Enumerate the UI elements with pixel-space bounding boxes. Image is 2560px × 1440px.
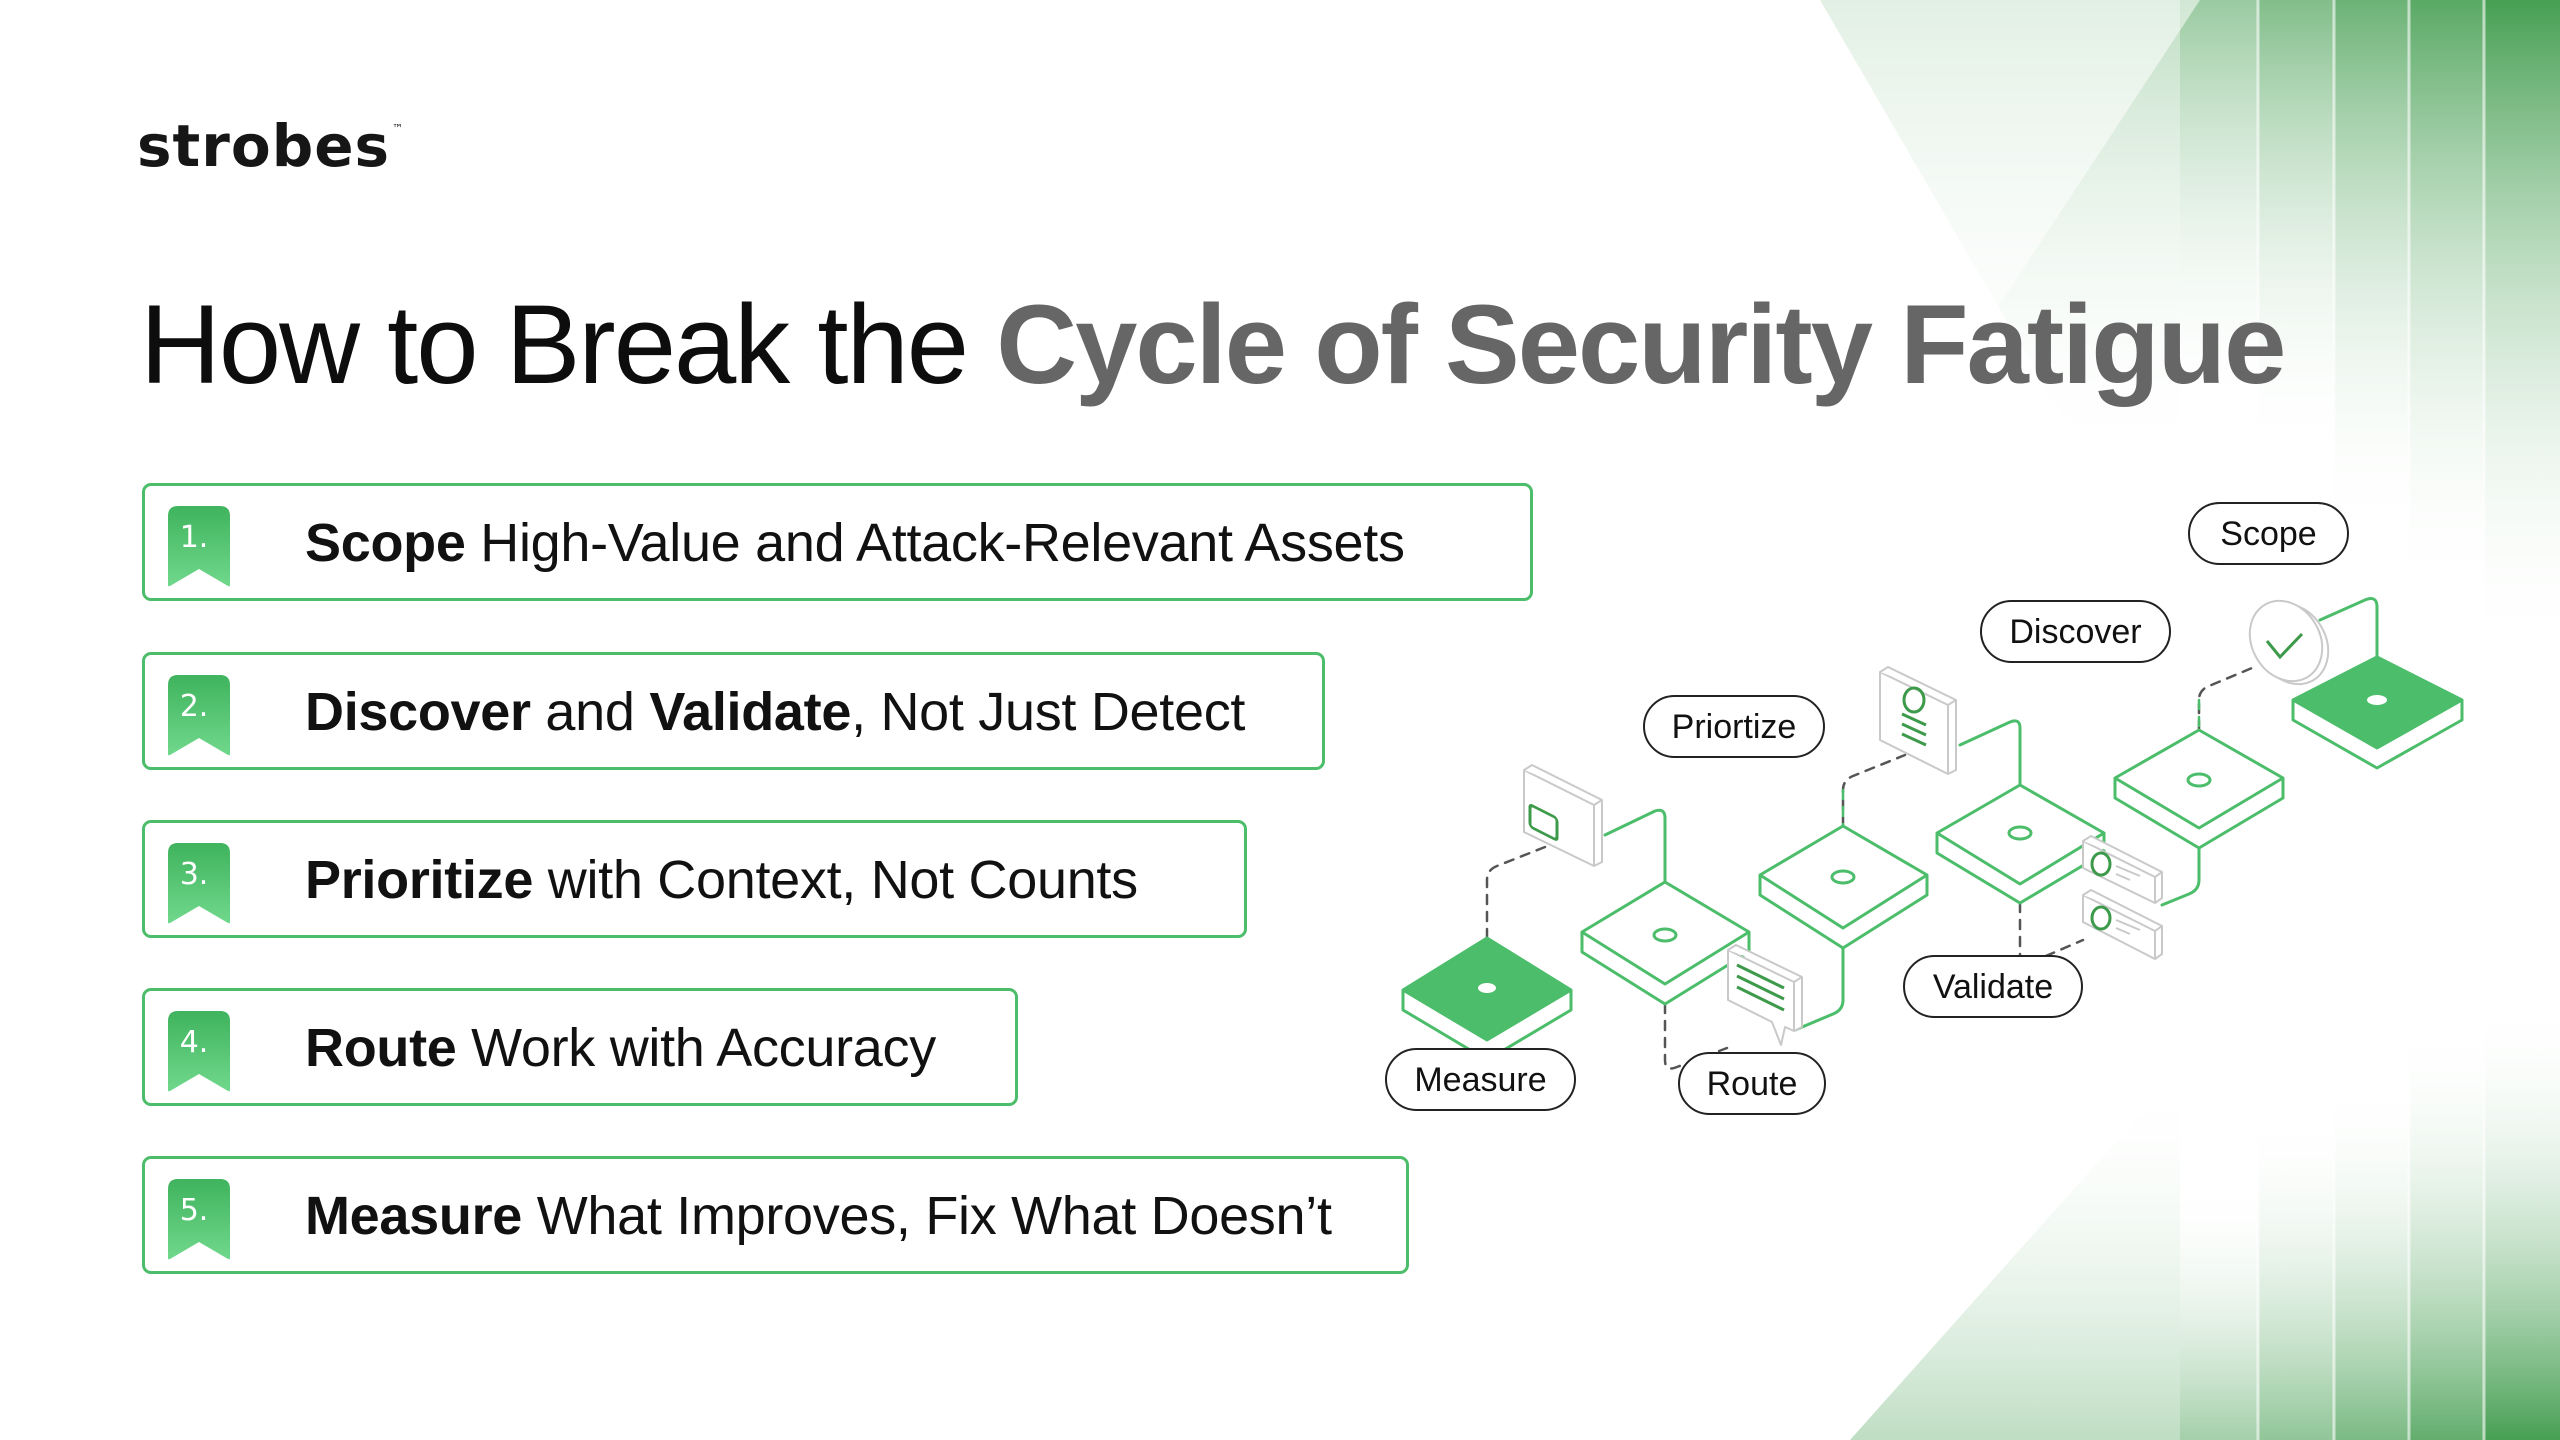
step-keyword: Scope — [305, 513, 466, 573]
bookmark-icon — [168, 675, 230, 756]
chat-bubble-icon — [1727, 944, 1803, 1046]
step-3-card: 3. Prioritize with Context, Not Counts — [142, 820, 1247, 938]
document-icon — [1879, 666, 1957, 775]
validate-block-icon — [1935, 783, 2106, 905]
check-circle-icon — [2248, 599, 2330, 686]
step-text: Prioritize with Context, Not Counts — [305, 849, 1138, 911]
bookmark-icon — [168, 1011, 230, 1092]
label-prioritize: Priortize — [1643, 695, 1825, 758]
step-description-2: , Not Just Detect — [851, 682, 1246, 742]
bookmark-icon — [168, 1179, 230, 1260]
route-block-icon — [1580, 880, 1751, 1006]
label-validate: Validate — [1903, 955, 2083, 1018]
bookmark-icon — [168, 843, 230, 924]
prioritize-block-icon — [1758, 824, 1929, 950]
browser-window-icon — [1523, 764, 1603, 867]
step-keyword: Route — [305, 1018, 457, 1078]
brand-name: strobes — [137, 112, 391, 180]
step-keyword-2: Validate — [649, 682, 852, 742]
step-1-card: 1. Scope High-Value and Attack-Relevant … — [142, 483, 1533, 601]
step-text: Measure What Improves, Fix What Doesn’t — [305, 1185, 1332, 1247]
measure-block-icon — [1401, 936, 1573, 1062]
title-highlight: Cycle of Security Fatigue — [996, 282, 2286, 407]
label-route: Route — [1678, 1052, 1826, 1115]
step-description: What Improves, Fix What Doesn’t — [522, 1186, 1332, 1246]
step-description: High-Value and Attack-Relevant Assets — [465, 513, 1405, 573]
label-measure: Measure — [1385, 1048, 1576, 1111]
step-text: Scope High-Value and Attack-Relevant Ass… — [305, 512, 1405, 574]
step-keyword: Measure — [305, 1186, 523, 1246]
trademark-mark: ™ — [392, 122, 405, 135]
step-description: and — [530, 682, 650, 742]
step-description: Work with Accuracy — [456, 1018, 936, 1078]
page-title: How to Break the Cycle of Security Fatig… — [140, 280, 2286, 410]
user-card-icon — [2082, 889, 2163, 960]
step-text: Route Work with Accuracy — [305, 1017, 936, 1079]
label-discover: Discover — [1980, 600, 2171, 663]
step-4-card: 4. Route Work with Accuracy — [142, 988, 1018, 1106]
step-text: Discover and Validate, Not Just Detect — [305, 681, 1245, 743]
user-card-icon — [2082, 835, 2163, 904]
discover-block-icon — [2113, 728, 2285, 850]
step-description: with Context, Not Counts — [533, 850, 1138, 910]
step-keyword: Discover — [305, 682, 531, 742]
bookmark-icon — [168, 506, 230, 587]
scope-block-icon — [2291, 655, 2464, 770]
step-keyword: Prioritize — [305, 850, 534, 910]
title-part: How to Break the — [140, 282, 997, 407]
label-scope: Scope — [2188, 502, 2349, 565]
